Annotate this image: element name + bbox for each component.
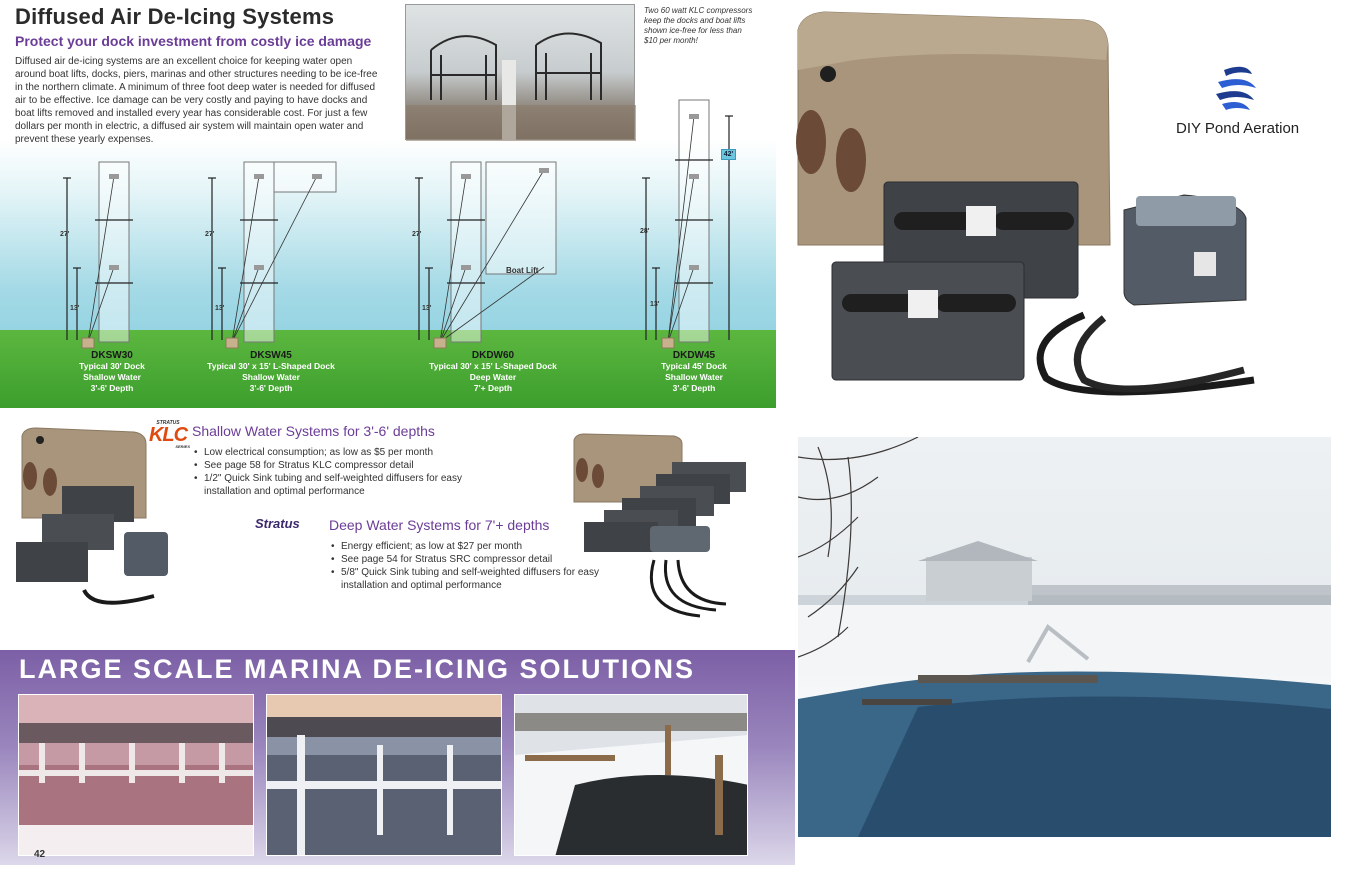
marina-photo-dock <box>266 694 502 856</box>
list-item: Energy efficient; as low at $27 per mont… <box>331 540 621 553</box>
klc-brand-text: KLC <box>148 424 188 446</box>
brochure-intro: Diffused air de-icing systems are an exc… <box>15 56 378 145</box>
klc-brand-badge: STRATUS KLC SERIES <box>146 420 190 449</box>
grass-strip <box>0 330 776 408</box>
shallow-systems-list: Low electrical consumption; as low as $5… <box>194 446 484 498</box>
diagram-label-dksw30: DKSW30 Typical 30' Dock Shallow Water 3'… <box>64 350 160 394</box>
diagram-label-dksw45: DKSW45 Typical 30' x 15' L-Shaped Dock S… <box>196 350 346 394</box>
dock-diagrams <box>63 99 733 349</box>
depth-tag: 27' <box>205 231 215 238</box>
diagram-line: Typical 30' x 15' L-Shaped Dock <box>429 361 557 371</box>
diagram-line: Shallow Water <box>242 372 300 382</box>
diagram-line: 3'-6' Depth <box>672 383 716 393</box>
depth-marker: 42' <box>721 149 736 160</box>
depth-tag: 13' <box>422 305 432 312</box>
klc-brand-small: STRATUS <box>156 420 180 426</box>
diagram-line: Typical 30' Dock <box>79 361 145 371</box>
diagram-line: Typical 45' Dock <box>661 361 727 371</box>
depth-tag: 27' <box>60 231 70 238</box>
diagram-line: Deep Water <box>469 372 517 382</box>
photo-caption: Two 60 watt KLC compressors keep the doc… <box>644 6 753 45</box>
deicing-brochure: Diffused Air De-Icing Systems Protect yo… <box>0 0 776 408</box>
systems-section: STRATUS KLC SERIES Shallow Water Systems… <box>0 412 776 644</box>
list-item: 1/2" Quick Sink tubing and self-weighted… <box>194 472 484 498</box>
page-number: 42 <box>34 849 46 860</box>
diagram-label-dkdw45: DKDW45 Typical 45' Dock Shallow Water 3'… <box>646 350 742 394</box>
diagram-line: Typical 30' x 15' L-Shaped Dock <box>207 361 335 371</box>
shallow-systems-title: Shallow Water Systems for 3'-6' depths <box>192 423 435 439</box>
depth-tag: 13' <box>70 305 80 312</box>
depth-tag: 28' <box>640 228 650 235</box>
diagram-line: 3'-6' Depth <box>90 383 134 393</box>
diagram-label-dkdw60: DKDW60 Typical 30' x 15' L-Shaped Dock D… <box>418 350 568 394</box>
diagram-line: Shallow Water <box>83 372 141 382</box>
product-kit-image <box>784 0 1352 420</box>
stratus-brand-badge: Stratus <box>255 516 300 531</box>
winter-pond-photo <box>798 437 1331 837</box>
boat-lift-label: Boat Lift <box>506 266 539 275</box>
diagram-code: DKSW30 <box>91 350 133 361</box>
diagram-code: DKDW45 <box>672 350 716 361</box>
diagram-code: DKDW60 <box>471 350 515 361</box>
klc-brand-series: SERIES <box>175 444 190 449</box>
diagram-line: 3'-6' Depth <box>249 383 293 393</box>
deep-kit-image <box>573 433 746 618</box>
marina-photo-winter <box>514 694 748 856</box>
diagram-line: 7'+ Depth <box>473 383 513 393</box>
list-item: See page 58 for Stratus KLC compressor d… <box>194 459 484 472</box>
list-item: 5/8" Quick Sink tubing and self-weighted… <box>331 566 621 592</box>
shallow-kit-image <box>16 427 168 605</box>
list-item: Low electrical consumption; as low as $5… <box>194 446 484 459</box>
list-item: See page 54 for Stratus SRC compressor d… <box>331 553 621 566</box>
marina-photo-sunset <box>18 694 254 856</box>
brochure-subtitle: Protect your dock investment from costly… <box>15 33 372 49</box>
depth-tag: 27' <box>412 231 422 238</box>
diy-pond-aeration-logo-icon <box>1208 60 1264 116</box>
marina-banner: LARGE SCALE MARINA DE-ICING SOLUTIONS <box>0 650 795 865</box>
depth-tag: 13' <box>650 301 660 308</box>
deep-systems-title: Deep Water Systems for 7'+ depths <box>329 517 550 533</box>
deep-systems-list: Energy efficient; as low at $27 per mont… <box>331 540 621 592</box>
diy-pond-aeration-logo-text: DIY Pond Aeration <box>1176 120 1300 137</box>
diagram-line: Shallow Water <box>665 372 723 382</box>
dock-boat-lift-photo <box>405 4 636 141</box>
brochure-title: Diffused Air De-Icing Systems <box>15 4 335 29</box>
marina-title: LARGE SCALE MARINA DE-ICING SOLUTIONS <box>19 654 696 684</box>
depth-tag: 13' <box>215 305 225 312</box>
diagram-code: DKSW45 <box>250 350 292 361</box>
